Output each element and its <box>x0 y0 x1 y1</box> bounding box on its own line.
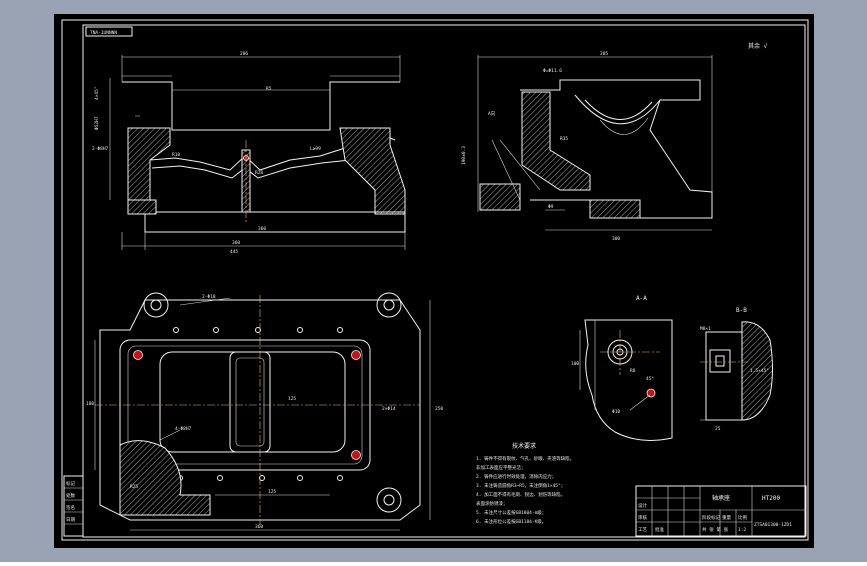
title-block-label: 阶段标记 <box>702 514 720 521</box>
drawing-number: ZTSA01300-1ZD1 <box>754 522 792 528</box>
hole-callout-plan: 2-Φ18 <box>202 294 216 300</box>
tech-req-line: 5. 未注尺寸公差按GB1804-m级； <box>476 509 546 516</box>
tech-req-line: 4. 加工面不得有毛刺、锐边、划伤等缺陷， <box>476 491 565 498</box>
title-block-label: 工艺 <box>638 527 647 533</box>
dim-plan-bottom: 360 <box>255 524 263 530</box>
svg-text:A向: A向 <box>488 110 496 117</box>
svg-text:Φ=Φ11.6: Φ=Φ11.6 <box>543 68 562 74</box>
technical-requirements: 技术要求 1. 铸件不得有裂纹、气孔、砂眼、夹渣等缺陷， 非加工表面应平整光洁；… <box>476 442 574 525</box>
dim-plan-bottom-inner: 125 <box>268 489 276 495</box>
detail-view-a: A-A 100 R8 Φ10 45° <box>571 295 673 441</box>
strip-label: 处数 <box>66 492 75 499</box>
svg-text:125: 125 <box>288 396 296 402</box>
dim-right-overall: 285 <box>600 51 608 57</box>
svg-text:45°: 45° <box>646 376 654 382</box>
dim-plan-height: 250 <box>435 406 443 412</box>
title-block-label: 比例 <box>738 514 747 521</box>
material: HT200 <box>762 495 780 502</box>
svg-text:R10: R10 <box>172 152 180 158</box>
svg-text:R35: R35 <box>560 136 568 142</box>
title-block-label: 设计 <box>638 502 647 509</box>
code-box-text: TNA-1UNNNN <box>90 30 117 36</box>
detail-a-label: A-A <box>636 295 647 302</box>
highlight-hole-tl <box>133 350 143 360</box>
side-web-section <box>521 91 591 191</box>
side-section-view: 285 300 A向 190±0.3 Φ=Φ11.6 R35 Φ9 <box>461 51 713 242</box>
strip-label: 标记 <box>66 480 75 487</box>
part-name: 轴承座 <box>712 494 730 502</box>
dim-detail-height: 100 <box>571 361 579 367</box>
svg-text:Φ9: Φ9 <box>548 204 554 210</box>
title-block-label: 批准 <box>655 526 664 533</box>
tech-req-title: 技术要求 <box>512 442 536 450</box>
svg-text:R5: R5 <box>266 86 272 92</box>
tech-req-line: 6. 未注形位公差按GB1184-K级。 <box>476 518 546 525</box>
left-revision-strip: 标记 处数 签名 日期 <box>63 475 84 537</box>
scale-value: 1:2 <box>738 527 746 533</box>
hole-callout-top: 2-Φ8H7 <box>92 146 109 152</box>
section-bb-view: B-B M8×1 1.5×45° 25 <box>700 307 773 432</box>
detail-highlight-hole <box>646 388 656 398</box>
svg-text:4×45°: 4×45° <box>94 86 100 100</box>
dim-bb-right: 25 <box>715 426 721 432</box>
dim-right-base: 300 <box>612 236 620 242</box>
tech-req-line: 非加工表面应平整光洁； <box>476 464 526 471</box>
front-section-view: 286 360 360 445 2-Φ8H7 4×45° Φ52H7 <box>92 51 406 255</box>
paper-area <box>54 14 814 548</box>
tech-req-line: 1. 铸件不得有裂纹、气孔、砂眼、夹渣等缺陷， <box>476 455 574 462</box>
highlight-hole-br <box>351 450 361 460</box>
dim-base: 360 <box>232 240 240 246</box>
code-box <box>85 26 133 37</box>
section-bb-label: B-B <box>736 307 747 314</box>
tech-req-line: 表面涂防锈漆； <box>476 500 508 507</box>
svg-text:2×Φ14: 2×Φ14 <box>382 406 396 412</box>
svg-text:Φ52H7: Φ52H7 <box>94 116 100 130</box>
svg-text:R25: R25 <box>130 484 138 490</box>
plan-bolt-holes <box>173 327 343 481</box>
hole-callout-small: 4-Φ8H7 <box>175 426 192 432</box>
dim-bottom-overall: 445 <box>230 249 238 255</box>
roughness-note: 其余 √ <box>748 42 768 50</box>
dim-plan-width: 180 <box>86 401 94 407</box>
dim-bb-tol: 1.5×45° <box>750 368 769 374</box>
thread-callout: M8×1 <box>700 326 711 332</box>
highlight-hole-tr <box>351 350 361 360</box>
inner-frame <box>82 24 806 538</box>
sheet-label: 共 张 第 张 <box>702 526 729 533</box>
title-block-label: 重量 <box>722 514 731 521</box>
title-block-label: 审核 <box>638 514 647 521</box>
outer-frame <box>61 19 809 541</box>
svg-text:360: 360 <box>258 226 266 232</box>
tech-req-line: 3. 未注铸造圆角R3~R5，未注倒角1×45°； <box>476 482 565 489</box>
strip-label: 日期 <box>66 517 75 523</box>
tech-req-line: 2. 铸件应进行时效处理，消除内应力； <box>476 473 556 480</box>
dim-top-overall: 286 <box>240 51 248 57</box>
svg-text:190±0.3: 190±0.3 <box>461 146 467 165</box>
dim-detail-dia: Φ10 <box>612 409 620 415</box>
dim-detail-radius: R8 <box>630 368 636 374</box>
strip-label: 签名 <box>66 504 75 511</box>
title-block: 设计 审核 工艺 批准 阶段标记 重量 比例 1:2 共 张 第 张 轴承座 H… <box>635 485 807 537</box>
plan-view: 250 180 360 125 2-Φ18 4-Φ8H7 2×Φ14 125 R… <box>86 292 443 531</box>
svg-text:L≥99: L≥99 <box>310 146 321 152</box>
svg-text:R28: R28 <box>255 170 263 176</box>
